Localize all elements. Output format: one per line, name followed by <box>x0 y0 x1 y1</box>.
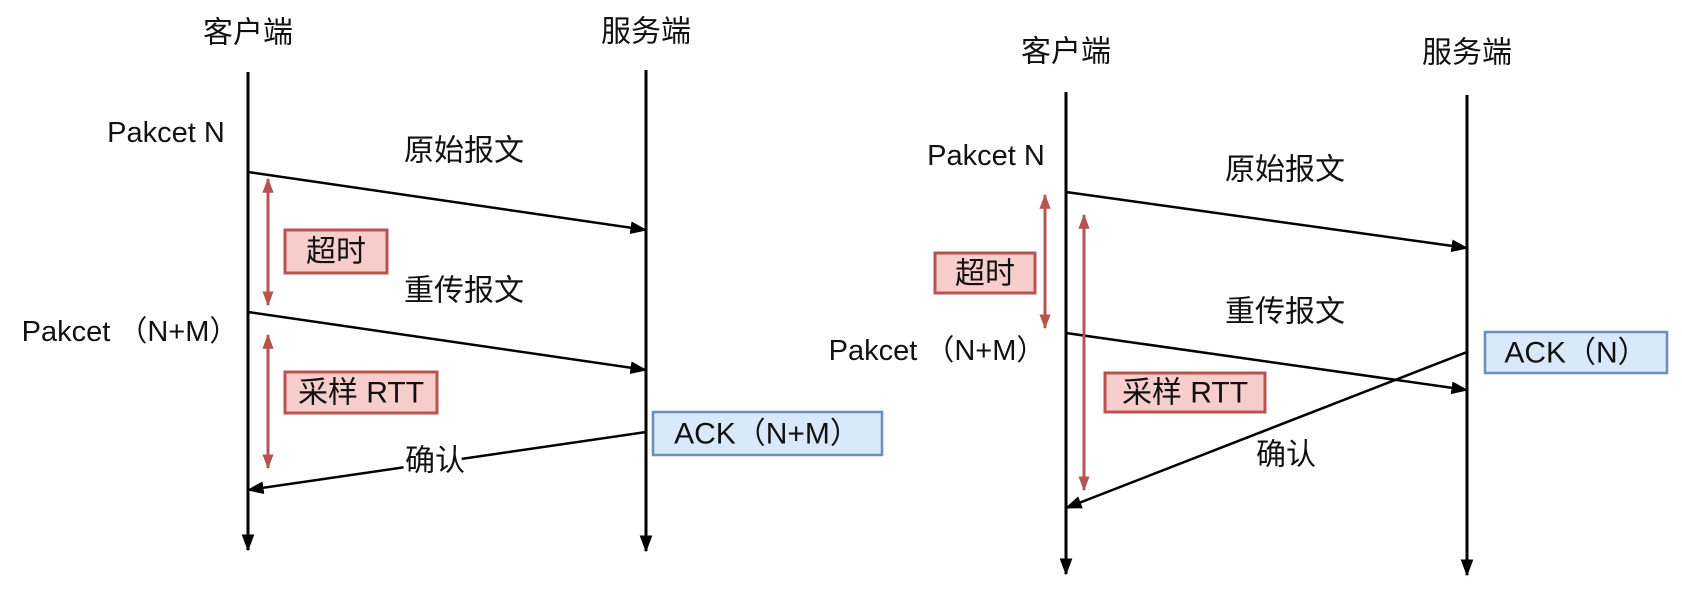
right-original-packet-label: 原始报文 <box>1225 154 1345 187</box>
right-client-header: 客户端 <box>1021 36 1111 69</box>
left-timeout-label: 超时 <box>306 236 366 269</box>
right-original-packet-arrow <box>1065 190 1469 253</box>
right-sequence-diagram: 客户端 服务端 Pakcet N Pakcet （N+M） 原始报文 重传报文 … <box>829 36 1669 577</box>
right-sample-rtt-box <box>1103 371 1267 414</box>
left-retransmit-packet-arrow <box>247 310 648 375</box>
left-retransmit-packet-label: 重传报文 <box>404 275 524 308</box>
left-ack-arrow <box>246 430 647 495</box>
left-client-header: 客户端 <box>203 17 293 50</box>
right-packet-n-label: Pakcet N <box>927 140 1045 172</box>
left-sample-rtt-label: 采样 RTT <box>298 377 424 410</box>
left-ack-box <box>651 410 884 457</box>
left-original-packet-label: 原始报文 <box>404 135 524 168</box>
right-ack-box-label: ACK（N） <box>1504 337 1647 370</box>
left-sample-rtt-box <box>283 370 439 415</box>
left-timeout-box <box>283 228 389 275</box>
right-server-header: 服务端 <box>1422 37 1512 70</box>
right-timeout-label: 超时 <box>955 258 1015 291</box>
right-ack-arrow <box>1064 350 1468 510</box>
right-sample-rtt-label: 采样 RTT <box>1122 377 1248 410</box>
right-timeout-box <box>933 251 1037 295</box>
left-ack-label: 确认 <box>405 445 465 478</box>
left-original-packet-arrow <box>247 170 648 235</box>
right-retransmit-packet-label: 重传报文 <box>1225 296 1345 329</box>
left-server-header: 服务端 <box>601 16 691 49</box>
left-sequence-diagram: 客户端 服务端 Pakcet N Pakcet （N+M） 原始报文 重传报文 … <box>22 16 884 553</box>
right-ack-label: 确认 <box>1256 439 1316 472</box>
right-retransmit-packet-arrow <box>1065 331 1469 395</box>
left-ack-box-label: ACK（N+M） <box>674 418 860 451</box>
right-ack-box <box>1483 330 1669 375</box>
left-packet-nm-label: Pakcet （N+M） <box>22 316 239 348</box>
left-packet-n-label: Pakcet N <box>107 117 225 149</box>
right-packet-nm-label: Pakcet （N+M） <box>829 335 1046 367</box>
